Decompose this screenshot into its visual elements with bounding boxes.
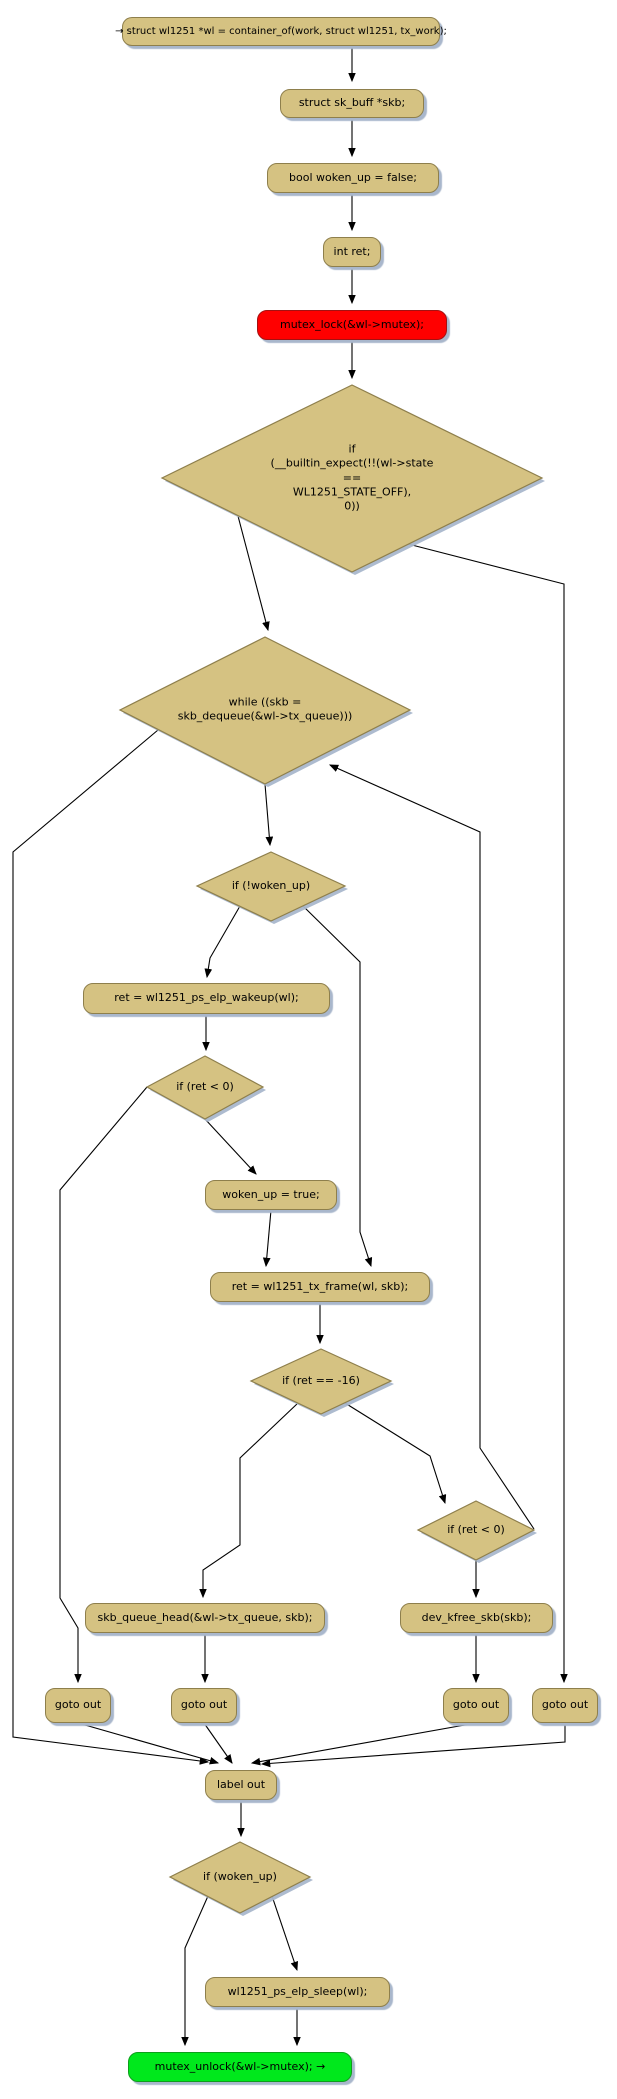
edge-woken-false-to-unlock (181, 1895, 209, 2047)
decision-if-not-woken-up (195, 851, 348, 924)
node-start: → struct wl1251 *wl = container_of(work,… (115, 17, 447, 46)
edge-state-false-to-while (237, 515, 270, 632)
edge-goto1-to-label-out (77, 1722, 220, 1765)
node-dev-kfree-skb: dev_kfree_skb(skb); (400, 1603, 553, 1633)
node-goto-out-4: goto out (532, 1688, 598, 1723)
node-declare-woken-up: bool woken_up = false; (267, 163, 439, 193)
node-mutex-lock: mutex_lock(&wl->mutex); (257, 310, 447, 340)
edge-loop-back-to-while (328, 764, 535, 1530)
edge-goto4-to-label-out (260, 1723, 566, 1768)
edge-while-false-to-label-out (12, 729, 210, 1765)
edge-set-woken-to-txframe (262, 1209, 272, 1268)
edge-not-woken-false-to-txframe (302, 905, 373, 1268)
node-goto-out-3: goto out (443, 1688, 509, 1723)
decision-if-ret-lt-0-tx (416, 1500, 537, 1563)
node-declare-ret: int ret; (323, 237, 381, 267)
node-elp-sleep: wl1251_ps_elp_sleep(wl); (205, 1977, 390, 2007)
edge-woken-true-to-sleep (271, 1895, 299, 1972)
edge-while-true-to-if-not-woken (264, 783, 274, 847)
node-goto-out-2: goto out (171, 1688, 237, 1723)
edge-goto2-to-label-out (203, 1722, 233, 1764)
edge-ret-lt0-true-to-goto1 (59, 1086, 148, 1684)
node-skb-queue-head: skb_queue_head(&wl->tx_queue, skb); (85, 1603, 325, 1633)
edge-ebusy-false-to-if-ret2 (344, 1402, 447, 1505)
decision-if-ret-eq-minus16 (249, 1348, 394, 1417)
edge-state-true-to-goto4 (407, 543, 568, 1684)
decision-if-state-off (160, 384, 545, 575)
node-goto-out-1: goto out (45, 1688, 111, 1723)
node-mutex-unlock: mutex_unlock(&wl->mutex); → (128, 2052, 352, 2082)
decision-if-woken-up (168, 1841, 313, 1916)
node-set-woken-up: woken_up = true; (205, 1180, 337, 1210)
node-label-out: label out (205, 1770, 277, 1800)
edge-not-woken-true-to-wakeup (204, 905, 241, 979)
edge-ebusy-true-to-skbqueue (199, 1402, 299, 1599)
decision-while-dequeue (118, 636, 413, 787)
node-tx-frame: ret = wl1251_tx_frame(wl, skb); (210, 1272, 430, 1302)
node-elp-wakeup: ret = wl1251_ps_elp_wakeup(wl); (83, 983, 330, 1014)
node-declare-skb: struct sk_buff *skb; (280, 89, 424, 118)
edge-goto3-to-label-out (250, 1722, 477, 1766)
edge-ret-lt0-false-to-set-woken (204, 1118, 257, 1175)
decision-if-ret-lt-0-wakeup (145, 1055, 266, 1122)
